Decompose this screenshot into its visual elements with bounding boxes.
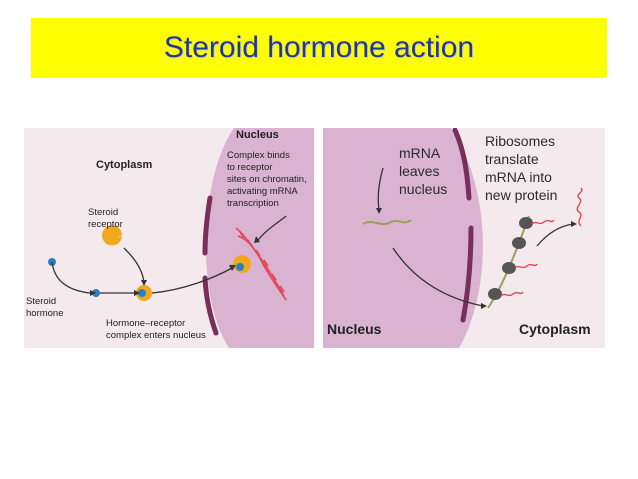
steroid-receptor-caption: Steroid receptor: [88, 207, 123, 230]
svg-text:mRNA: mRNA: [399, 145, 441, 161]
arrow-heads: [90, 236, 260, 296]
svg-text:leaves: leaves: [399, 163, 439, 179]
nucleus-label: Nucleus: [236, 129, 279, 141]
svg-text:Complex binds: Complex binds: [227, 150, 290, 161]
svg-text:mRNA into: mRNA into: [485, 169, 552, 185]
svg-text:sites on chromatin,: sites on chromatin,: [227, 174, 307, 185]
complex-binds-caption: Complex binds to receptor sites on chrom…: [227, 150, 307, 209]
right-diagram-panel: mRNA leaves nucleus Ribosomes translate …: [323, 128, 605, 348]
svg-text:nucleus: nucleus: [399, 181, 447, 197]
mrna-leaves-caption: mRNA leaves nucleus: [399, 145, 447, 197]
pathway-arrows: [51, 215, 287, 294]
svg-text:translate: translate: [485, 151, 539, 167]
svg-text:complex enters nucleus: complex enters nucleus: [106, 330, 206, 341]
ribosomes-caption: Ribosomes translate mRNA into new protei…: [485, 133, 557, 203]
nucleus-label: Nucleus: [327, 321, 382, 337]
svg-text:Ribosomes: Ribosomes: [485, 133, 555, 149]
arrow-heads: [376, 208, 577, 309]
svg-text:Steroid: Steroid: [88, 207, 118, 218]
hormone-receptor-caption: Hormone–receptor complex enters nucleus: [106, 318, 206, 341]
nuclear-membrane: [452, 128, 474, 323]
svg-text:activating mRNA: activating mRNA: [227, 186, 298, 197]
slide-title: Steroid hormone action: [163, 31, 475, 64]
nuclear-membrane: [202, 195, 219, 336]
svg-text:hormone: hormone: [26, 308, 64, 319]
svg-text:to receptor: to receptor: [227, 162, 272, 173]
dna-helix-icon: [235, 227, 287, 301]
receptor-icon: [102, 225, 122, 246]
left-diagram-panel: Nucleus Cytoplasm Complex binds to recep…: [24, 128, 314, 348]
steroid-hormone-caption: Steroid hormone: [26, 296, 64, 319]
svg-text:Hormone–receptor: Hormone–receptor: [106, 318, 185, 329]
ribosome-icon: [488, 217, 533, 300]
protein-chain-icon: [500, 187, 583, 297]
mrna-strand-icon: [362, 219, 412, 225]
title-bar: Steroid hormone action: [31, 18, 607, 78]
svg-text:Steroid: Steroid: [26, 296, 56, 307]
svg-text:new protein: new protein: [485, 187, 557, 203]
cytoplasm-label: Cytoplasm: [96, 159, 152, 171]
svg-text:receptor: receptor: [88, 219, 123, 230]
cytoplasm-label: Cytoplasm: [519, 321, 591, 337]
pathway-arrows: [377, 167, 574, 307]
svg-text:transcription: transcription: [227, 198, 279, 209]
nucleus-region: [323, 128, 483, 348]
